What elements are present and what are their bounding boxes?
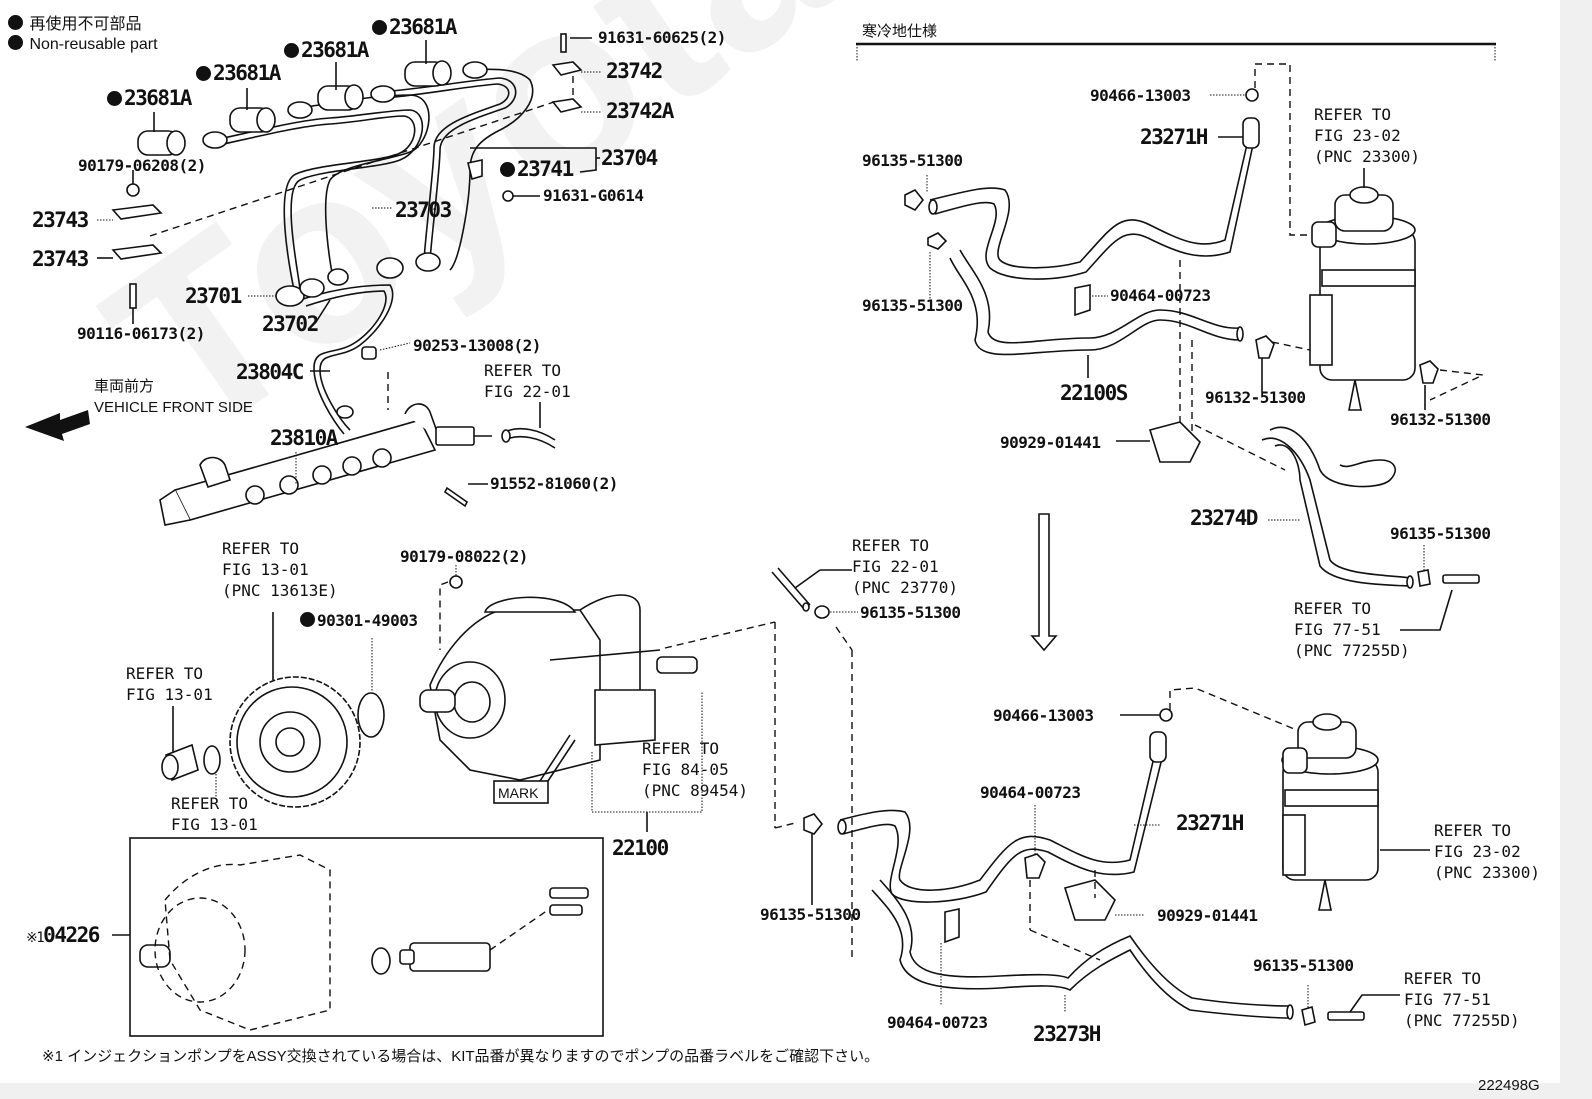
part-label-23743[interactable]: 23743 bbox=[32, 247, 89, 271]
part-label-96135-51300[interactable]: 96135-51300 bbox=[862, 296, 963, 315]
part-label-91552-81060[interactable]: 91552-81060(2) bbox=[490, 474, 618, 493]
part-label-23681A[interactable]: 23681A bbox=[372, 17, 457, 38]
cold-region-bracket bbox=[856, 42, 1496, 62]
direction-label-en: VEHICLE FRONT SIDE bbox=[94, 399, 253, 416]
part-label-96135-51300[interactable]: 96135-51300 bbox=[760, 905, 861, 924]
part-label-90464-00723[interactable]: 90464-00723 bbox=[1110, 286, 1211, 305]
part-label-90179-06208[interactable]: 90179-06208(2) bbox=[78, 156, 206, 175]
reference-fig-77-51-top[interactable]: REFER TO FIG 77-51 (PNC 77255D) bbox=[1294, 599, 1410, 660]
part-label-23704[interactable]: 23704 bbox=[601, 146, 658, 170]
reference-fig-23-02-bottom[interactable]: REFER TO FIG 23-02 (PNC 23300) bbox=[1434, 821, 1540, 882]
part-label-90301-49003[interactable]: 90301-49003 bbox=[300, 612, 418, 629]
part-label-91631-60625[interactable]: 91631-60625(2) bbox=[598, 28, 726, 47]
part-label-90464-00723[interactable]: 90464-00723 bbox=[980, 783, 1081, 802]
pump-gear-illustration bbox=[161, 612, 385, 808]
part-label-23742A[interactable]: 23742A bbox=[606, 99, 674, 123]
reference-fig-77-51-bottom[interactable]: REFER TO FIG 77-51 (PNC 77255D) bbox=[1404, 969, 1520, 1030]
part-label-96132-51300[interactable]: 96132-51300 bbox=[1390, 410, 1491, 429]
reference-fig-13-01-ring[interactable]: REFER TO FIG 13-01 bbox=[171, 794, 258, 834]
part-label-22100S[interactable]: 22100S bbox=[1060, 381, 1128, 405]
reference-fig-84-05[interactable]: REFER TO FIG 84-05 (PNC 89454) bbox=[642, 739, 748, 800]
part-label-90464-00723[interactable]: 90464-00723 bbox=[887, 1013, 988, 1032]
continue-arrow bbox=[1030, 513, 1058, 652]
part-label-22100[interactable]: 22100 bbox=[612, 836, 669, 860]
part-label-23273H[interactable]: 23273H bbox=[1033, 1022, 1101, 1046]
reference-fig-22-01[interactable]: REFER TO FIG 22-01 bbox=[484, 361, 571, 401]
figure-id: 222498G bbox=[1478, 1077, 1540, 1094]
non-reusable-icon bbox=[500, 162, 515, 177]
part-label-90253-13008[interactable]: 90253-13008(2) bbox=[413, 336, 541, 355]
non-reusable-icon bbox=[284, 43, 299, 58]
part-label-23804C[interactable]: 23804C bbox=[236, 360, 304, 384]
cold-region-label: 寒冷地仕様 bbox=[862, 23, 938, 40]
reference-fig-13-01-gear[interactable]: REFER TO FIG 13-01 (PNC 13613E) bbox=[222, 539, 338, 600]
part-label-96135-51300[interactable]: 96135-51300 bbox=[862, 151, 963, 170]
mark-label: MARK bbox=[498, 785, 539, 801]
part-label-04226[interactable]: ※104226 bbox=[26, 923, 100, 947]
part-label-90179-08022[interactable]: 90179-08022(2) bbox=[400, 547, 528, 566]
reference-fig-22-01-pnc-23770[interactable]: REFER TO FIG 22-01 (PNC 23770) bbox=[852, 536, 958, 597]
reference-fig-23-02-top[interactable]: REFER TO FIG 23-02 (PNC 23300) bbox=[1314, 105, 1420, 166]
legend-non-reusable-en: Non-reusable part bbox=[8, 35, 158, 54]
injection-pipes-illustration bbox=[97, 33, 601, 435]
part-label-91631-G0614[interactable]: 91631-G0614 bbox=[543, 186, 644, 205]
diagram-line-art bbox=[25, 33, 1496, 1037]
part-label-23271H[interactable]: 23271H bbox=[1176, 811, 1244, 835]
legend-non-reusable-jp: 再使用不可部品 bbox=[8, 10, 141, 34]
part-label-23742[interactable]: 23742 bbox=[606, 59, 663, 83]
part-label-23703[interactable]: 23703 bbox=[395, 198, 452, 222]
part-label-23741[interactable]: 23741 bbox=[500, 159, 574, 180]
reference-fig-13-01-bush[interactable]: REFER TO FIG 13-01 bbox=[126, 664, 213, 704]
footnote: ※1 インジェクションポンプをASSY交換されている場合は、KIT品番が異なりま… bbox=[42, 1048, 880, 1065]
part-label-23274D[interactable]: 23274D bbox=[1190, 506, 1258, 530]
non-reusable-icon bbox=[372, 20, 387, 35]
part-label-90116-06173[interactable]: 90116-06173(2) bbox=[77, 324, 205, 343]
common-rail-illustration bbox=[25, 342, 556, 526]
injection-pump-illustration bbox=[419, 565, 858, 960]
part-label-90929-01441[interactable]: 90929-01441 bbox=[1000, 433, 1101, 452]
pump-kit-illustration bbox=[112, 837, 604, 1037]
lower-hose-assembly bbox=[803, 687, 1430, 1027]
part-label-23810A[interactable]: 23810A bbox=[270, 426, 338, 450]
part-label-23743[interactable]: 23743 bbox=[32, 208, 89, 232]
non-reusable-icon bbox=[107, 91, 122, 106]
bullet-icon bbox=[8, 35, 23, 50]
part-label-96132-51300[interactable]: 96132-51300 bbox=[1205, 388, 1306, 407]
part-label-23702[interactable]: 23702 bbox=[262, 312, 319, 336]
upper-hose-assembly bbox=[904, 63, 1486, 631]
part-label-90929-01441[interactable]: 90929-01441 bbox=[1157, 906, 1258, 925]
part-label-96135-51300[interactable]: 96135-51300 bbox=[1390, 524, 1491, 543]
direction-label-jp: 車両前方 bbox=[94, 378, 155, 395]
part-label-23701[interactable]: 23701 bbox=[185, 284, 242, 308]
part-label-96135-51300[interactable]: 96135-51300 bbox=[1253, 956, 1354, 975]
part-label-96135-51300[interactable]: 96135-51300 bbox=[860, 603, 961, 622]
part-label-90466-13003[interactable]: 90466-13003 bbox=[1090, 86, 1191, 105]
part-label-23271H[interactable]: 23271H bbox=[1140, 125, 1208, 149]
part-label-23681A[interactable]: 23681A bbox=[107, 88, 192, 109]
part-label-23681A[interactable]: 23681A bbox=[196, 63, 281, 84]
bullet-icon bbox=[8, 15, 23, 30]
part-label-23681A[interactable]: 23681A bbox=[284, 40, 369, 61]
non-reusable-icon bbox=[196, 66, 211, 81]
part-label-90466-13003[interactable]: 90466-13003 bbox=[993, 706, 1094, 725]
non-reusable-icon bbox=[300, 612, 315, 627]
